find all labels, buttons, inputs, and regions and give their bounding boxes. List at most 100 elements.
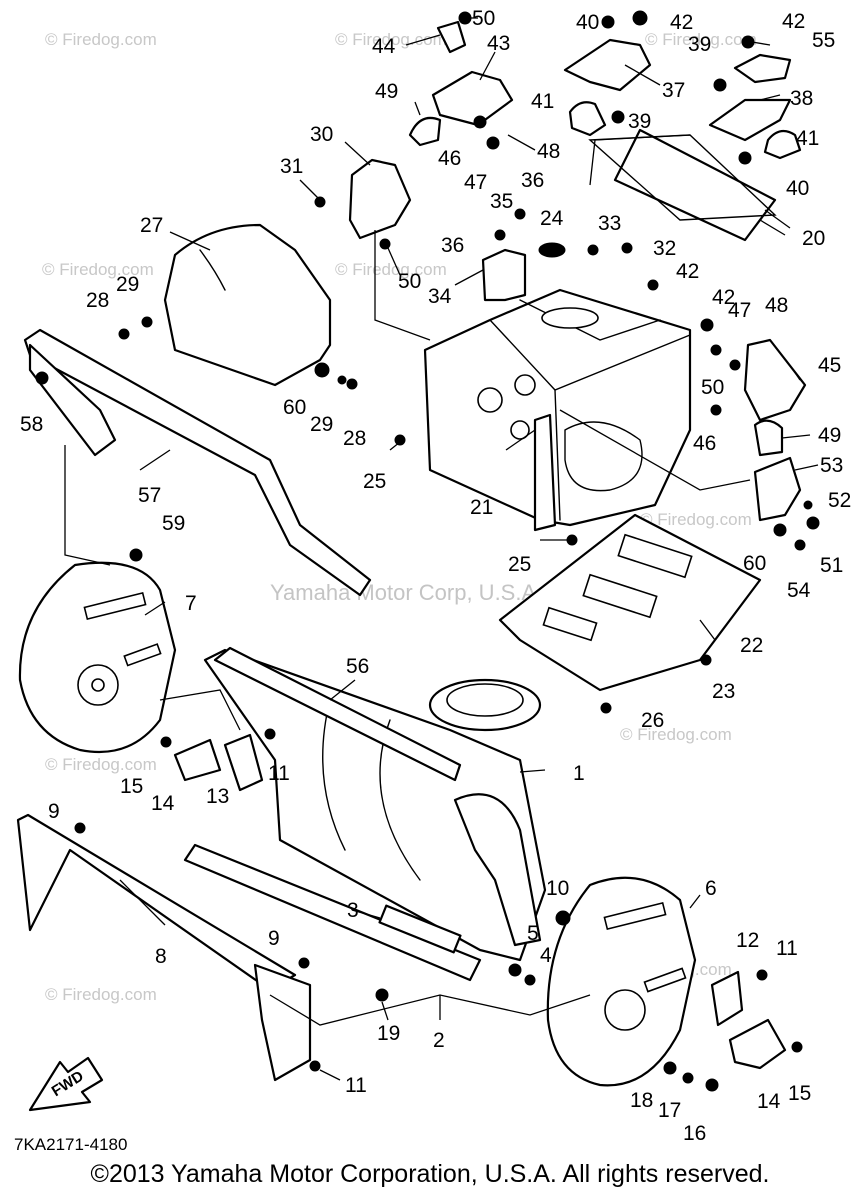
leader-line: [505, 429, 536, 451]
nut-icon: [777, 527, 783, 533]
bolt-icon: [611, 110, 625, 124]
callout-15: 15: [120, 775, 143, 798]
bolt-icon: [791, 1041, 803, 1053]
frame-part-21: [423, 288, 692, 527]
rubber-mount-part-41: [568, 101, 607, 137]
rubber-mount-part-41: [763, 129, 802, 160]
bracket-part-14: [173, 738, 222, 782]
callout-8: 8: [155, 945, 167, 968]
leader-line: [139, 449, 171, 471]
bolt-icon: [473, 115, 487, 129]
frame-edge: [554, 389, 561, 521]
bolt-icon: [587, 244, 599, 256]
callout-40: 40: [786, 177, 809, 200]
leader-line: [64, 445, 111, 566]
housing-scroll: [453, 793, 542, 947]
nut-icon: [141, 316, 153, 328]
callout-51: 51: [820, 554, 843, 577]
leader-line: [389, 441, 401, 451]
callout-42: 42: [676, 260, 699, 283]
callout-11: 11: [268, 762, 290, 785]
nut-icon: [129, 548, 143, 562]
callout-18: 18: [630, 1089, 653, 1112]
callout-36: 36: [521, 169, 544, 192]
leader-line: [381, 1001, 389, 1021]
bolt-icon: [705, 1078, 719, 1092]
plate-slot: [617, 533, 693, 579]
nut-icon: [458, 11, 472, 25]
callout-28: 28: [343, 427, 366, 450]
callout-21: 21: [470, 496, 493, 519]
watermark-site: © Firedog.com: [620, 725, 732, 744]
callout-13: 13: [206, 785, 229, 808]
nut-icon: [647, 279, 659, 291]
leader-line: [781, 434, 811, 439]
callout-53: 53: [820, 454, 843, 477]
frame-hole: [514, 374, 536, 396]
bolt-icon: [794, 539, 806, 551]
callout-30: 30: [310, 123, 333, 146]
watermark-site: © Firedog.com: [335, 30, 447, 49]
bolt-icon: [346, 378, 358, 390]
callout-7: 7: [185, 592, 197, 615]
callout-25: 25: [508, 553, 531, 576]
callout-41: 41: [796, 127, 819, 150]
bolt-icon: [35, 371, 49, 385]
leader-line: [764, 209, 791, 229]
nut-icon: [375, 988, 389, 1002]
callout-6: 6: [705, 877, 717, 900]
bracket-part-38: [708, 98, 792, 142]
leader-line: [791, 367, 801, 381]
watermark-site: © Firedog.com: [42, 260, 154, 279]
bolt-icon: [566, 534, 578, 546]
watermark-site: © Firedog.com: [45, 30, 157, 49]
nut-icon: [524, 974, 536, 986]
nut-icon: [379, 238, 391, 250]
washer-icon: [682, 1072, 694, 1084]
leader-line: [751, 41, 771, 46]
callout-50: 50: [398, 270, 421, 293]
bolt-icon: [494, 229, 506, 241]
watermark-center: Yamaha Motor Corp, U.S.A.: [270, 580, 542, 605]
bracket-part-30: [348, 158, 412, 240]
callout-58: 58: [20, 413, 43, 436]
callout-41: 41: [531, 90, 554, 113]
callout-32: 32: [653, 237, 676, 260]
callout-1: 1: [573, 762, 585, 785]
nut-icon: [738, 151, 752, 165]
callout-42: 42: [712, 286, 735, 309]
callout-15: 15: [788, 1082, 811, 1105]
bolt-icon: [298, 957, 310, 969]
bracket-part-13: [223, 733, 264, 792]
callout-34: 34: [428, 285, 452, 308]
bracket-part-14: [728, 1018, 787, 1070]
callout-50: 50: [701, 376, 724, 399]
bolt-icon: [264, 728, 276, 740]
bar-part-57: [23, 328, 372, 597]
leader-line: [624, 64, 661, 86]
bolt-icon: [710, 404, 722, 416]
bolt-icon: [700, 654, 712, 666]
callout-31: 31: [280, 155, 303, 178]
mount-part-49: [753, 419, 784, 457]
callout-46: 46: [693, 432, 716, 455]
callout-9: 9: [48, 800, 60, 823]
callout-52: 52: [828, 489, 851, 512]
wear-strip: [378, 904, 462, 954]
callout-29: 29: [116, 273, 139, 296]
callouts: 1 2 3 4 5 6 7 8 9 9 10 11 11 11 12 13 14…: [20, 7, 851, 1145]
diagram-part-number: 7KA2171-4180: [14, 1135, 127, 1154]
bolt-icon: [710, 344, 722, 356]
callout-43: 43: [487, 32, 510, 55]
callout-33: 33: [598, 212, 621, 235]
leader-line: [374, 230, 431, 341]
bracket-part-44: [436, 20, 467, 54]
callout-20: 20: [802, 227, 825, 250]
leader-line: [329, 679, 356, 701]
nut-icon: [700, 318, 714, 332]
bracket-part-53: [753, 456, 802, 522]
leader-line: [589, 134, 691, 186]
frame-hole: [477, 387, 503, 413]
leader-line: [759, 219, 786, 236]
bracket-part-43: [431, 70, 514, 127]
